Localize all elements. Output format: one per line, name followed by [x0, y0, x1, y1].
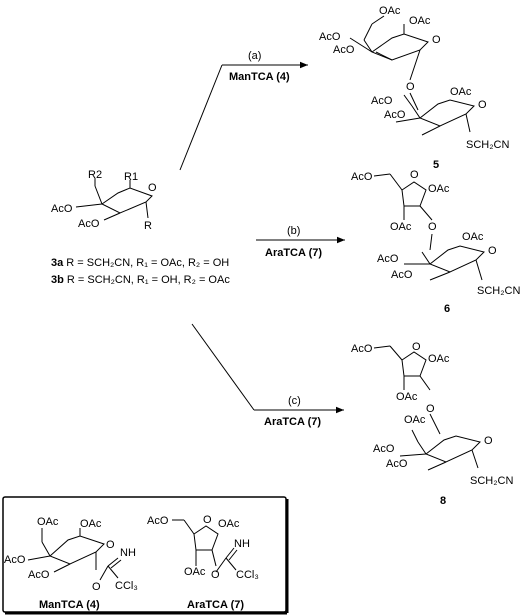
step-a-label: (a) [248, 50, 261, 62]
r1-label: R1 [124, 171, 138, 183]
p8-link-o: O [426, 403, 435, 415]
p8-oac-1: OAc [428, 353, 450, 365]
step-c-reagent: AraTCA (7) [264, 416, 321, 428]
p5-aco-2: AcO [333, 44, 355, 56]
mantca-o2: O [92, 581, 101, 593]
mantca-ccl3: CCl₃ [115, 580, 138, 592]
product-6: AcO O OAc OAc O OAc O AcO AcO SCH₂CN 6 [351, 169, 520, 315]
mantca-o: O [106, 539, 115, 551]
p5-sch2cn: SCH₂CN [466, 139, 509, 151]
p6-sch2cn: SCH₂CN [477, 285, 520, 297]
compound-8-id: 8 [440, 495, 446, 507]
aratca-o2: O [211, 569, 220, 581]
compound-3b-line: 3b R = SCH₂CN, R₁ = OH, R₂ = OAc [51, 274, 230, 286]
starting-material: R2 R1 O AcO AcO R 3a R = SCH₂CN, R₁ = OA… [51, 169, 230, 286]
aratca-ring-o: O [203, 514, 212, 526]
p6-ring-o: O [410, 169, 419, 181]
compound-3a-text: R = SCH₂CN, R₁ = OAc, R₂ = OH [63, 257, 229, 269]
mantca-oac-2: OAc [80, 518, 102, 530]
compound-6-id: 6 [444, 303, 450, 315]
compound-3b-id: 3b [51, 274, 64, 286]
ring-o-label: O [148, 182, 157, 194]
p8-ring-o: O [412, 341, 421, 353]
p8-aco-ch2: AcO [351, 343, 373, 355]
p6-link-o: O [428, 221, 437, 233]
product-5: OAc OAc AcO AcO O O OAc AcO AcO O SCH₂CN… [319, 5, 509, 171]
mantca-aco-1: AcO [4, 554, 26, 566]
p6-oac-1: OAc [428, 183, 450, 195]
p6-aco-ch2: AcO [351, 171, 373, 183]
p8-ring-o-2: O [484, 435, 493, 447]
step-b-reagent: AraTCA (7) [265, 247, 322, 259]
p5-aco-3: AcO [371, 95, 393, 107]
arrow-b: (b) AraTCA (7) [256, 225, 345, 259]
aratca-structure: AcO O OAc NH OAc O CCl₃ AraTCA (7) [147, 514, 259, 611]
aco-label: AcO [51, 203, 73, 215]
aco-label-2: AcO [78, 218, 100, 230]
p5-ring-o: O [432, 34, 441, 46]
p6-oac-3: OAc [462, 231, 484, 243]
aratca-ccl3: CCl₃ [236, 569, 259, 581]
aratca-aco: AcO [147, 515, 169, 527]
aratca-oac-2: OAc [184, 566, 206, 578]
aratca-oac-1: OAc [218, 518, 240, 530]
mantca-name: ManTCA (4) [39, 599, 100, 611]
step-b-label: (b) [287, 225, 300, 237]
p5-oac-top: OAc [379, 5, 401, 17]
p6-aco-2: AcO [391, 269, 413, 281]
mantca-structure: OAc OAc AcO AcO O NH O CCl₃ ManTCA (4) [4, 516, 138, 611]
p6-oac-2: OAc [390, 221, 412, 233]
aratca-name: AraTCA (7) [187, 599, 244, 611]
p8-aco-2: AcO [386, 458, 408, 470]
p5-aco-1: AcO [319, 31, 341, 43]
p8-sch2cn: SCH₂CN [470, 475, 513, 487]
arrow-a: (a) ManTCA (4) [179, 50, 308, 171]
p5-link-o: O [406, 81, 415, 93]
mantca-nh: NH [120, 547, 136, 559]
p8-oac-2: OAc [396, 391, 418, 403]
r2-label: R2 [88, 169, 102, 181]
r-label: R [144, 220, 152, 232]
step-c-label: (c) [288, 395, 301, 407]
compound-5-id: 5 [433, 159, 439, 171]
step-a-reagent: ManTCA (4) [229, 71, 290, 83]
p5-aco-4: AcO [384, 109, 406, 121]
p8-aco-1: AcO [373, 443, 395, 455]
p8-oac-3: OAc [404, 414, 426, 426]
compound-3a-line: 3a R = SCH₂CN, R₁ = OAc, R₂ = OH [51, 257, 229, 269]
product-8: AcO O OAc OAc O OAc O AcO AcO SCH₂CN 8 [351, 341, 513, 507]
donor-legend-box: OAc OAc AcO AcO O NH O CCl₃ ManTCA (4) A… [2, 496, 289, 615]
aratca-nh: NH [234, 538, 250, 550]
p5-oac-2: OAc [450, 86, 472, 98]
compound-3b-text: R = SCH₂CN, R₁ = OH, R₂ = OAc [64, 274, 230, 286]
p5-ring-o-2: O [478, 99, 487, 111]
arrow-c: (c) AraTCA (7) [191, 323, 344, 428]
compound-3a-id: 3a [51, 257, 64, 269]
p6-aco-1: AcO [377, 253, 399, 265]
mantca-oac-1: OAc [37, 516, 59, 528]
p5-oac-1: OAc [409, 15, 431, 27]
p6-ring-o-2: O [488, 245, 497, 257]
mantca-aco-2: AcO [28, 569, 50, 581]
